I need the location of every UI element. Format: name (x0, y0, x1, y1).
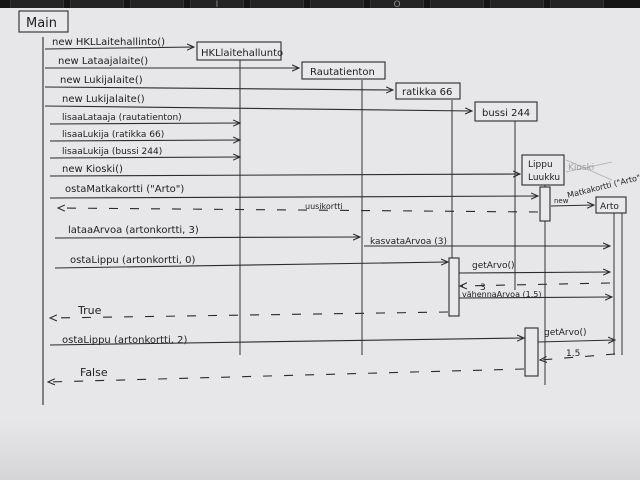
message-arrow-16 (537, 340, 615, 342)
message-label-9: ostaMatkakortti ("Arto") (65, 184, 184, 195)
paper-sheet (0, 8, 640, 480)
message-arrow-15 (49, 338, 524, 346)
participant-bussi-label: bussi 244 (482, 108, 530, 119)
return-label-1: uusikortti (305, 202, 343, 211)
main-frame-label: Main (26, 16, 57, 31)
message-label-8: new Kioski() (62, 164, 123, 175)
message-label-1: new HKLLaitehallinto() (52, 37, 165, 48)
participant-hkl-box (196, 41, 282, 61)
return-label-2: 3 (480, 283, 486, 293)
message-arrow-1 (44, 47, 194, 49)
message-label-3: new Lukijalaite() (60, 75, 143, 86)
message-arrow-10 (54, 237, 360, 238)
participant-hkl-label: HKLlaitehallunto (201, 48, 283, 59)
message-label-7: lisaaLukija (bussi 244) (62, 147, 162, 157)
message-arrow-14 (458, 297, 612, 298)
return-arrow-1 (58, 208, 539, 213)
message-label-6: lisaaLukija (ratikka 66) (62, 130, 164, 140)
message-label-15: ostaLippu (artonkortti, 2) (62, 335, 187, 346)
message-arrow-13 (458, 272, 610, 273)
participant-kioski-box (521, 154, 565, 186)
participant-kioski-label-line1: Lippu (528, 160, 553, 170)
message-arrow-8 (49, 174, 520, 176)
message-arrow-4 (44, 105, 472, 111)
message-arrow-12 (54, 262, 448, 269)
participant-rautatienton-box (301, 61, 386, 80)
message-label-14: vähennaArvoa (1.5) (462, 290, 541, 299)
return-label-4: 1.5 (566, 349, 580, 359)
paper-shadow (0, 420, 640, 480)
message-label-11: kasvataArvoa (3) (370, 237, 447, 247)
message-arrow-5 (49, 123, 240, 124)
message-label-13: getArvo() (472, 261, 515, 271)
return-arrow-3 (50, 311, 449, 318)
message-label-2: new Lataajalaite() (58, 56, 148, 67)
activation-kioski-2 (524, 327, 539, 377)
message-label-new: new (554, 197, 569, 205)
participant-arto-label: Arto (600, 202, 619, 212)
participant-arto-box (595, 196, 627, 214)
message-label-16: getArvo() (544, 328, 587, 338)
return-label-5: False (80, 366, 108, 379)
activation-kioski-1 (539, 186, 551, 222)
message-arrow-7 (49, 157, 240, 158)
participant-kioski-label-line2: Luukku (528, 173, 560, 183)
kioski-scribble (565, 159, 613, 181)
return-arrow-5 (48, 368, 525, 382)
return-label-3: True (77, 304, 102, 317)
main-frame-label-box (18, 10, 69, 33)
message-arrow-3 (44, 87, 393, 90)
participant-bussi-box (474, 101, 538, 122)
activation-ratikka (448, 257, 460, 317)
return-arrow-2 (460, 283, 611, 286)
participant-rautatienton-label: Rautatienton (310, 67, 375, 78)
participant-kioski-struck-label: Kioski (568, 163, 594, 173)
message-arrow-new-matkakortti (550, 205, 594, 206)
message-label-4: new Lukijalaite() (62, 94, 145, 105)
participant-ratikka-box (395, 82, 461, 100)
participant-ratikka-label: ratikka 66 (402, 87, 452, 98)
message-arrow-9 (49, 196, 538, 198)
message-label-5: lisaaLataaja (rautatienton) (62, 113, 182, 123)
message-arrow-6 (49, 140, 240, 141)
message-label-10: lataaArvoa (artonkortti, 3) (68, 225, 199, 236)
message-label-12: ostaLippu (artonkortti, 0) (70, 255, 195, 266)
